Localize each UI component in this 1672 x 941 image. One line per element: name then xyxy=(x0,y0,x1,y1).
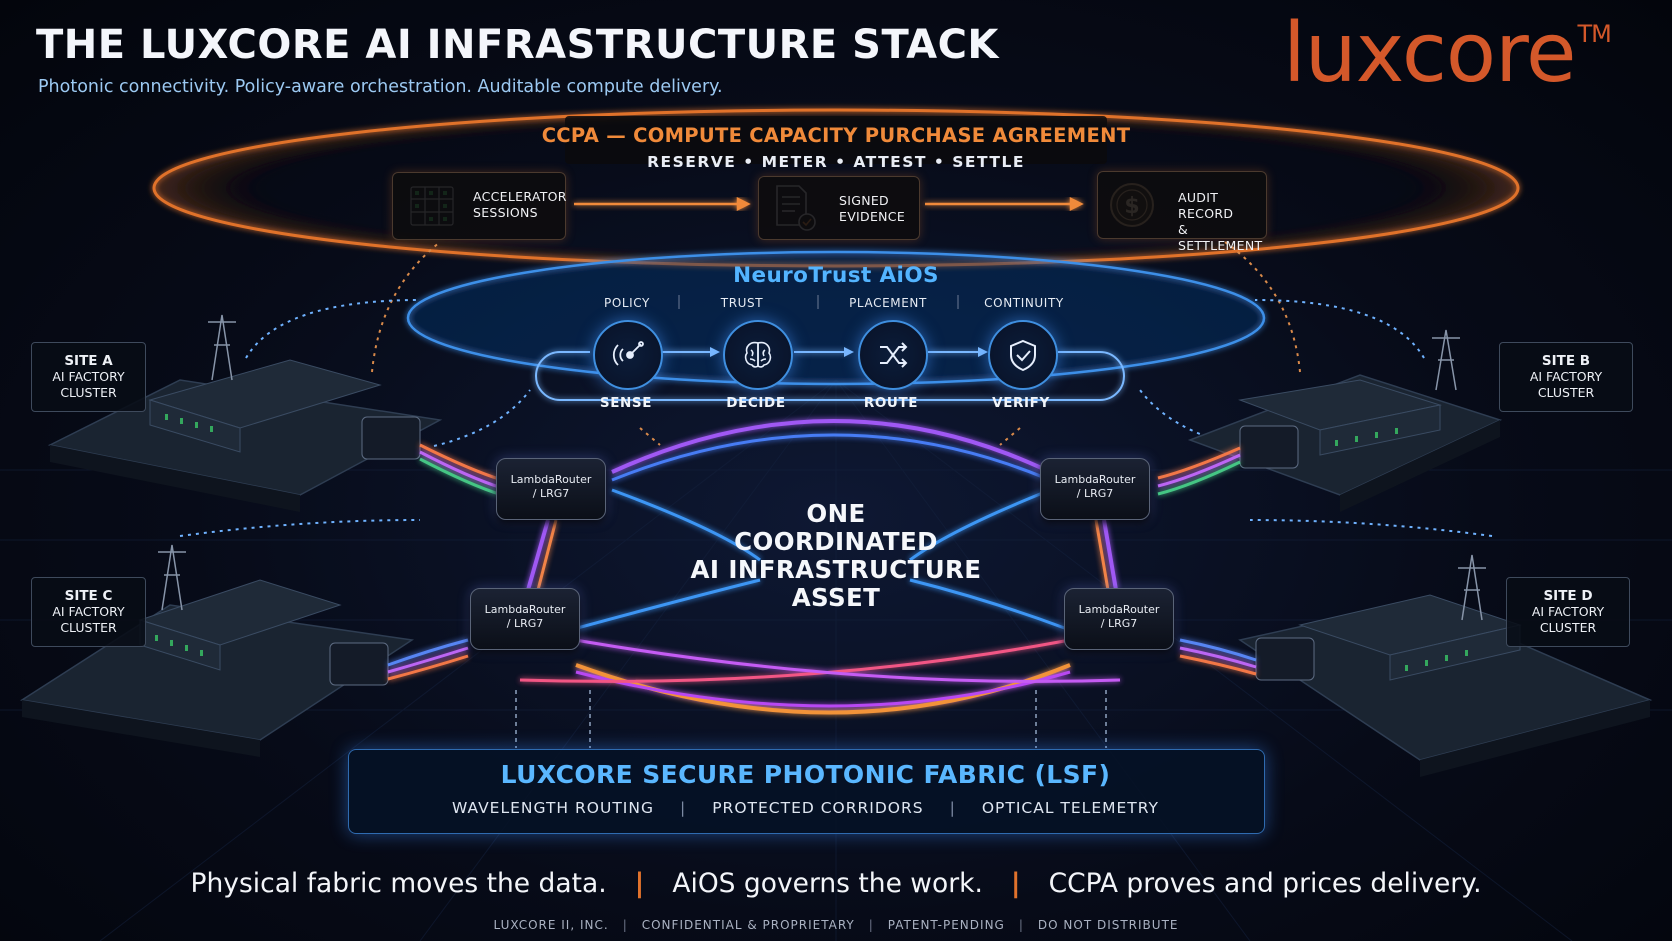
router-model: / LRG7 xyxy=(532,487,570,500)
site-name: SITE B xyxy=(1541,353,1591,369)
router-model: / LRG7 xyxy=(1100,617,1138,630)
site-c-label: SITE C AI FACTORY CLUSTER xyxy=(31,577,146,647)
separator: | xyxy=(868,918,874,932)
footer-item: LUXCORE II, INC. xyxy=(493,918,609,932)
site-type: CLUSTER xyxy=(1539,620,1597,635)
aios-step-route: ROUTE xyxy=(863,395,919,411)
separator: | xyxy=(679,799,687,817)
site-name: SITE A xyxy=(64,353,113,369)
box-label-line: & SETTLEMENT xyxy=(1178,222,1263,253)
site-d-label: SITE D AI FACTORY CLUSTER xyxy=(1506,577,1630,647)
lambda-router-top-left: LambdaRouter / LRG7 xyxy=(496,458,606,520)
aios-step-sense: SENSE xyxy=(599,395,653,411)
router-label: LambdaRouter xyxy=(510,473,592,486)
site-name: SITE D xyxy=(1543,588,1593,604)
page-subtitle: Photonic connectivity. Policy-aware orch… xyxy=(38,77,723,97)
lsf-feature: OPTICAL TELEMETRY xyxy=(981,799,1159,817)
center-asset-label: ONE COORDINATED AI INFRASTRUCTURE ASSET xyxy=(686,500,986,612)
box-label-line: ACCELERATOR xyxy=(473,189,567,204)
lsf-feature: WAVELENGTH ROUTING xyxy=(451,799,654,817)
router-label: LambdaRouter xyxy=(1078,603,1160,616)
tagline-part: AiOS governs the work. xyxy=(672,868,983,899)
site-b-label: SITE B AI FACTORY CLUSTER xyxy=(1499,342,1633,412)
brand-logo: luxcoreTM xyxy=(1283,6,1612,101)
footer: LUXCORE II, INC. | CONFIDENTIAL & PROPRIET… xyxy=(0,918,1672,932)
ccpa-box-signed-evidence: SIGNED EVIDENCE xyxy=(758,176,920,240)
site-name: SITE C xyxy=(64,588,113,604)
lsf-features: WAVELENGTH ROUTING | PROTECTED CORRIDORS | O… xyxy=(348,799,1263,817)
separator: | xyxy=(1018,918,1024,932)
lambda-router-top-right: LambdaRouter / LRG7 xyxy=(1040,458,1150,520)
box-label-line: SIGNED xyxy=(839,193,889,208)
site-a-label: SITE A AI FACTORY CLUSTER xyxy=(31,342,146,412)
footer-item: CONFIDENTIAL & PROPRIETARY xyxy=(641,918,855,932)
footer-item: DO NOT DISTRIBUTE xyxy=(1037,918,1179,932)
separator: | xyxy=(1010,868,1021,899)
separator: | xyxy=(622,918,628,932)
lambda-router-bottom-right: LambdaRouter / LRG7 xyxy=(1064,588,1174,650)
box-label-line: EVIDENCE xyxy=(839,209,906,224)
page-title: THE LUXCORE AI INFRASTRUCTURE STACK xyxy=(36,22,999,68)
site-type: CLUSTER xyxy=(60,385,117,400)
box-label: ACCELERATOR SESSIONS xyxy=(473,189,567,221)
separator: | xyxy=(634,868,645,899)
tagline-part: CCPA proves and prices delivery. xyxy=(1048,868,1482,899)
site-type: CLUSTER xyxy=(60,620,117,635)
site-type: AI FACTORY xyxy=(1531,604,1605,619)
lsf-feature: PROTECTED CORRIDORS xyxy=(712,799,924,817)
lsf-panel xyxy=(348,749,1265,834)
box-label-line: AUDIT RECORD xyxy=(1178,190,1234,221)
route-shuffle-icon xyxy=(858,320,928,390)
site-type: AI FACTORY xyxy=(1529,369,1603,384)
router-model: / LRG7 xyxy=(1076,487,1114,500)
center-line: ONE xyxy=(806,499,866,528)
ccpa-box-accelerator-sessions: ACCELERATOR SESSIONS xyxy=(392,172,566,240)
brand-wordmark: luxcore xyxy=(1283,6,1576,101)
tagline-part: Physical fabric moves the data. xyxy=(190,868,607,899)
box-label: AUDIT RECORD & SETTLEMENT xyxy=(1178,190,1266,254)
ccpa-title: CCPA — COMPUTE CAPACITY PURCHASE AGREEME… xyxy=(541,124,1131,147)
brain-icon xyxy=(723,320,793,390)
router-label: LambdaRouter xyxy=(1054,473,1136,486)
aios-step-decide: DECIDE xyxy=(726,395,786,411)
signal-sensor-icon xyxy=(593,320,663,390)
shield-check-icon xyxy=(988,320,1058,390)
lambda-router-bottom-left: LambdaRouter / LRG7 xyxy=(470,588,580,650)
aios-category-policy: POLICY xyxy=(603,296,650,310)
site-type: AI FACTORY xyxy=(52,604,125,619)
router-model: / LRG7 xyxy=(506,617,544,630)
aios-category-trust: TRUST xyxy=(720,296,764,310)
ccpa-steps: RESERVE • METER • ATTEST • SETTLE xyxy=(647,153,1025,171)
box-label-line: SESSIONS xyxy=(473,205,538,220)
tagline: Physical fabric moves the data. | AiOS gov… xyxy=(0,868,1672,899)
lsf-title: LUXCORE SECURE PHOTONIC FABRIC (LSF) xyxy=(500,760,1111,789)
aios-category-continuity: CONTINUITY xyxy=(984,296,1064,310)
footer-item: PATENT-PENDING xyxy=(887,918,1005,932)
aios-title: NeuroTrust AiOS xyxy=(733,263,939,288)
ccpa-box-audit-record: AUDIT RECORD & SETTLEMENT xyxy=(1097,171,1267,253)
aios-category-placement: PLACEMENT xyxy=(849,296,927,310)
site-type: CLUSTER xyxy=(1537,385,1595,400)
center-line: ASSET xyxy=(791,583,881,612)
router-label: LambdaRouter xyxy=(484,603,566,616)
aios-step-verify: VERIFY xyxy=(992,395,1050,411)
separator: | xyxy=(949,799,956,817)
center-line: AI INFRASTRUCTURE xyxy=(690,555,982,584)
trademark-mark: TM xyxy=(1577,20,1611,48)
center-line: COORDINATED xyxy=(734,527,938,556)
box-label: SIGNED EVIDENCE xyxy=(839,193,905,225)
site-type: AI FACTORY xyxy=(52,369,125,384)
